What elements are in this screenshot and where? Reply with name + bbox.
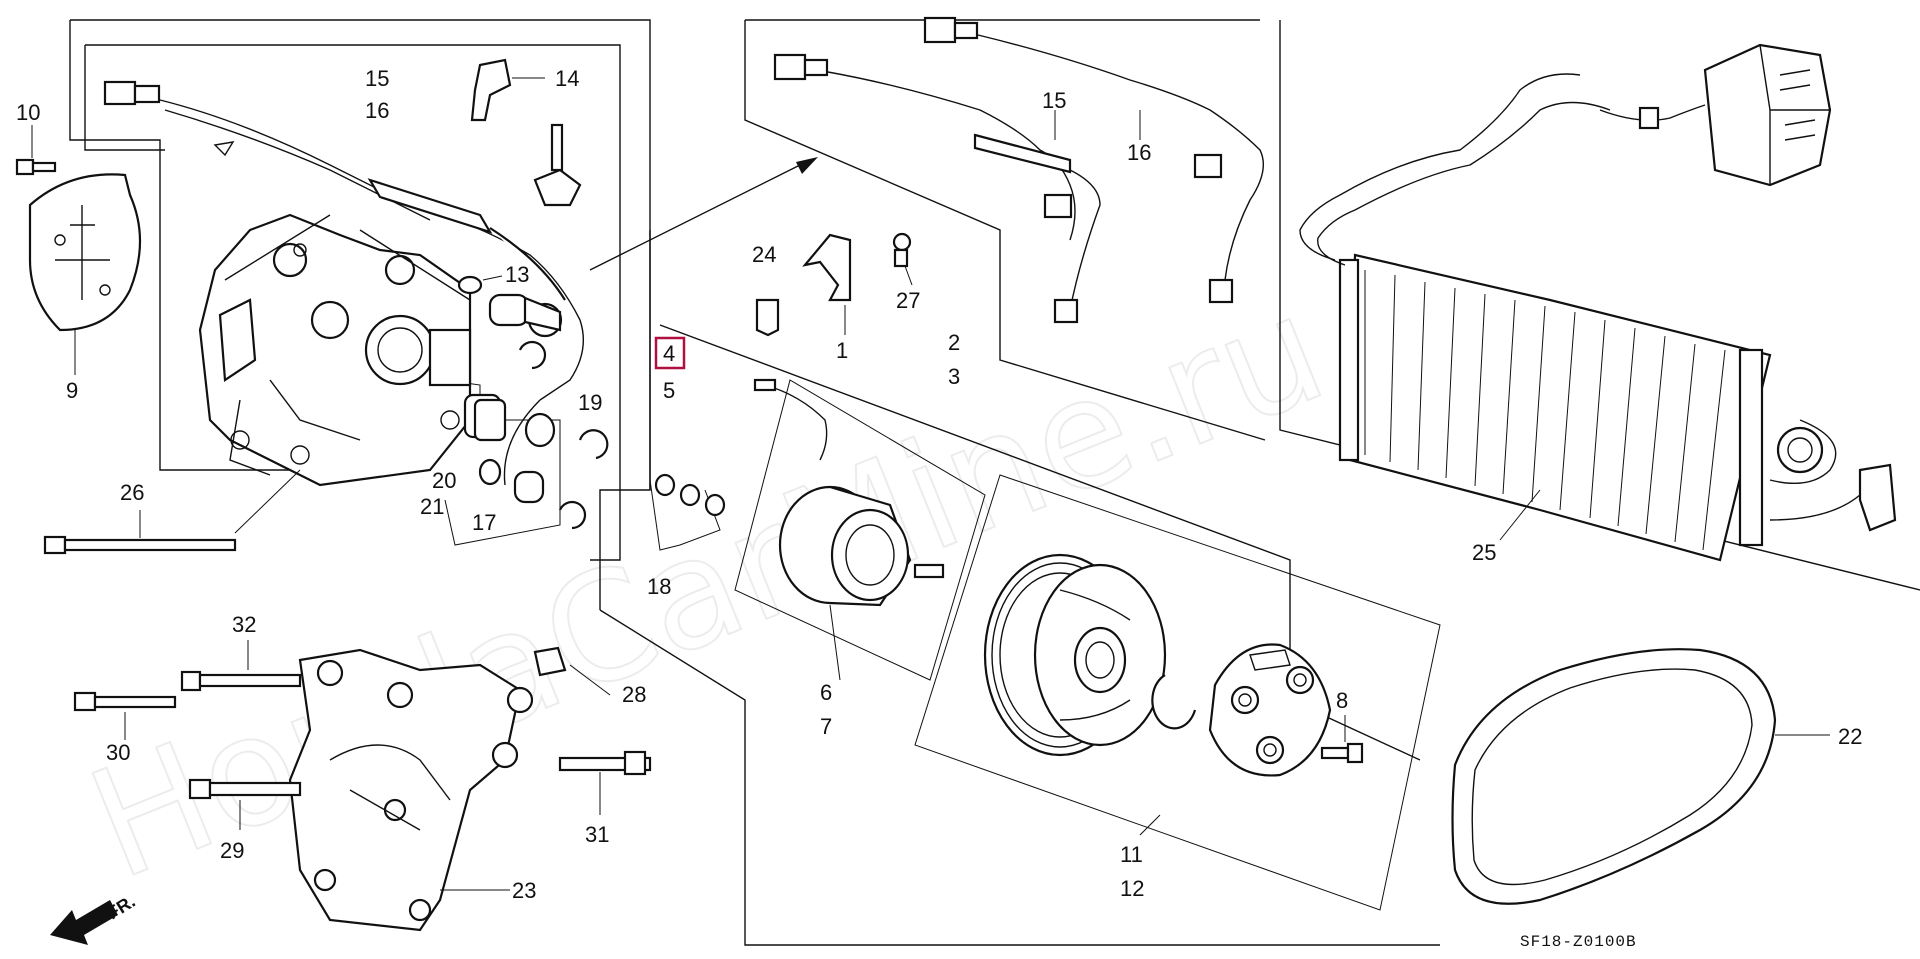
callout-27[interactable]: 27 [896,288,920,313]
snap-ring-pulley[interactable] [1151,674,1197,730]
callout-14[interactable]: 14 [555,66,579,91]
callout-11[interactable]: 11 [1120,842,1143,867]
o-ring-13[interactable] [457,275,503,295]
highlighted-callout-4[interactable]: 4 [654,336,686,370]
clip-24[interactable] [755,298,780,337]
compressor[interactable] [198,213,472,487]
bolt-26[interactable] [43,469,301,555]
clamp-bracket[interactable] [533,123,582,207]
callout-9[interactable]: 9 [66,378,78,403]
callout-30[interactable]: 30 [106,740,130,765]
callout-24[interactable]: 24 [752,242,776,267]
callouts: 1 2 3 4 5 6 7 8 9 10 11 12 13 14 15 16 1… [16,66,1862,903]
callout-19[interactable]: 19 [578,390,602,415]
collar-28[interactable] [533,646,611,696]
callout-22[interactable]: 22 [1838,724,1862,749]
callout-5[interactable]: 5 [663,378,675,403]
field-coil-6-7[interactable] [753,378,945,681]
callout-8[interactable]: 8 [1336,688,1348,713]
pointer-arrow [589,157,818,271]
callout-17[interactable]: 17 [472,510,496,535]
snap-ring-19[interactable] [578,429,609,460]
armature-plate[interactable] [1208,643,1332,777]
callout-18[interactable]: 18 [647,574,671,599]
callout-10[interactable]: 10 [16,100,40,125]
callout-15-left[interactable]: 15 [365,66,389,91]
bracket-1[interactable] [802,233,852,335]
callout-16-right[interactable]: 16 [1127,140,1151,165]
callout-23[interactable]: 23 [512,878,536,903]
front-direction-arrow: FR. [50,891,139,945]
valve[interactable] [488,293,562,332]
callout-3[interactable]: 3 [948,364,960,389]
snap-ring[interactable] [518,340,547,370]
clip-14[interactable] [470,58,545,122]
compressor-shield-9[interactable] [28,173,142,375]
callout-4[interactable]: 4 [663,341,675,366]
receiver-unit[interactable] [1599,43,1832,187]
bolt-30[interactable] [73,691,177,740]
callout-28[interactable]: 28 [622,682,646,707]
bolt-29[interactable] [188,778,302,830]
callout-12[interactable]: 12 [1120,876,1144,901]
callout-25[interactable]: 25 [1472,540,1496,565]
callout-29[interactable]: 29 [220,838,244,863]
callout-13[interactable]: 13 [505,262,529,287]
shaft-seal-20-21[interactable] [463,393,556,448]
compressor-bracket-23[interactable] [288,648,534,932]
pulley-11-12[interactable] [983,553,1167,836]
callout-6[interactable]: 6 [820,680,832,705]
bolt-10[interactable] [15,125,57,176]
callout-31[interactable]: 31 [585,822,609,847]
drawing-code: SF18-Z0100B [1520,933,1637,951]
o-ring-17[interactable] [478,458,587,530]
callout-20[interactable]: 20 [432,468,456,493]
belt-22[interactable] [1451,648,1831,905]
bolt-8[interactable] [1320,715,1364,764]
callout-26[interactable]: 26 [120,480,144,505]
harness-15-16-right[interactable] [773,16,1264,324]
screw-27[interactable] [892,232,913,286]
shims-18[interactable] [654,473,726,517]
bolt-32[interactable] [180,640,302,692]
callout-2[interactable]: 2 [948,330,960,355]
condenser-25[interactable] [1299,73,1897,562]
callout-32[interactable]: 32 [232,612,256,637]
callout-16-left[interactable]: 16 [365,98,389,123]
callout-21[interactable]: 21 [420,494,444,519]
callout-15-right[interactable]: 15 [1042,88,1066,113]
callout-7[interactable]: 7 [820,714,832,739]
harness-15-16-left[interactable] [103,80,585,486]
callout-1[interactable]: 1 [836,338,848,363]
bolt-31[interactable] [558,750,652,815]
